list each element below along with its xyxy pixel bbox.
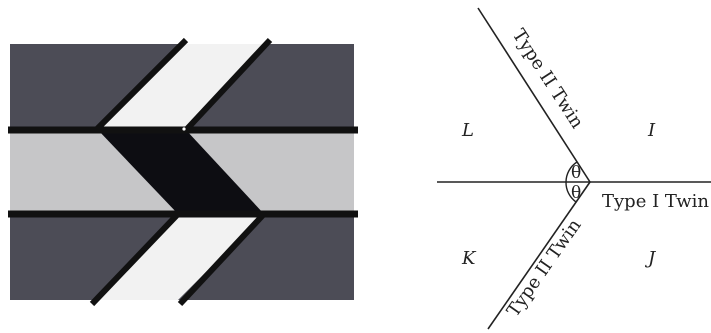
junction-dot xyxy=(182,127,185,130)
region-label-k: K xyxy=(461,248,477,269)
twin-schematic xyxy=(8,40,358,304)
region-label-l: L xyxy=(461,120,474,141)
lower-type-ii-twin-label: Type II Twin xyxy=(503,215,586,321)
twin-geometry-diagram: θ θ L I K J Type I Twin Type II Twin Typ… xyxy=(437,8,711,329)
region-label-i: I xyxy=(647,120,656,141)
region-label-j: J xyxy=(644,248,657,269)
theta-label-upper: θ xyxy=(571,163,581,183)
upper-type-ii-line xyxy=(478,8,590,182)
type-i-twin-label: Type I Twin xyxy=(602,191,709,212)
theta-label-lower: θ xyxy=(571,183,581,203)
